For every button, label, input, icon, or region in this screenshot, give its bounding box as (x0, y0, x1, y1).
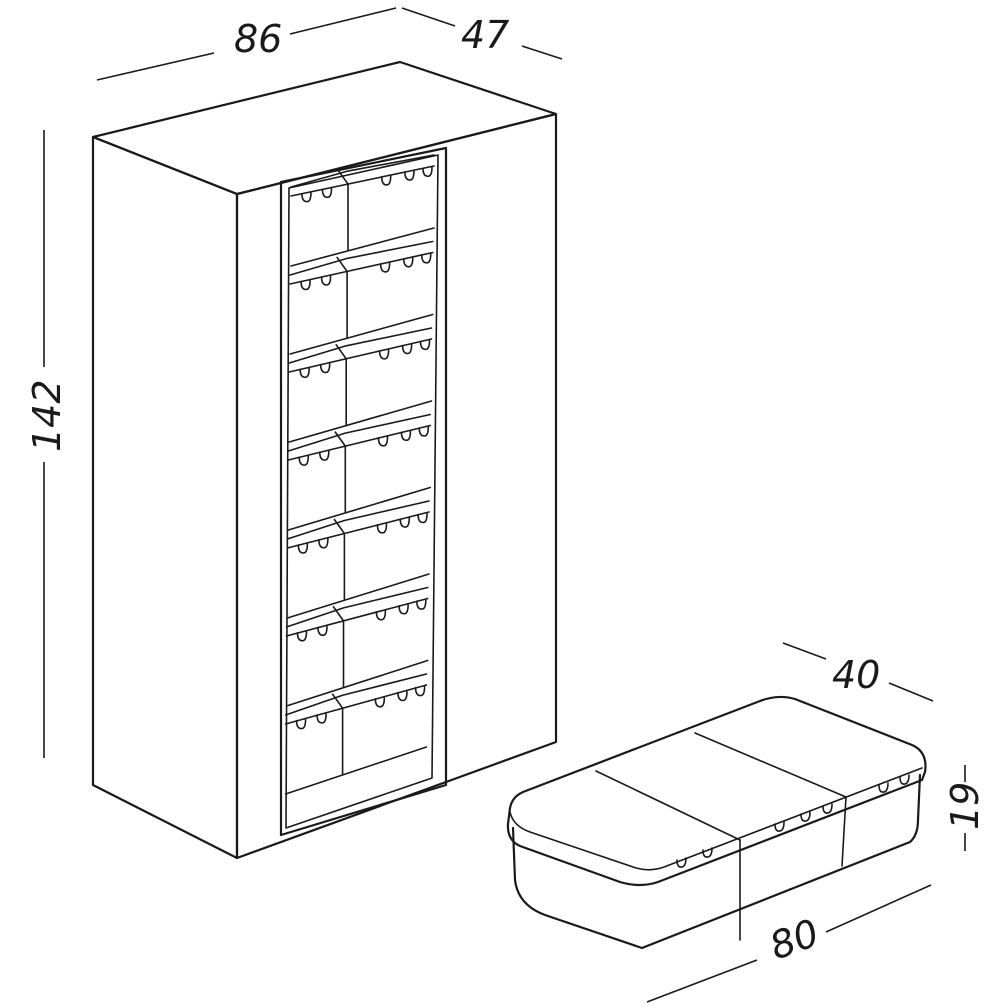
drawer-notch-icon (380, 175, 392, 186)
drawer-top-edge (287, 424, 432, 461)
drawer-notch-icon (300, 279, 311, 291)
cabinet-top (91, 60, 558, 196)
drawer-bottom-edge (289, 313, 434, 355)
cabinet-opening-inner (285, 154, 439, 829)
drawer-notch-icon (400, 430, 412, 442)
drawer-notch-icon (404, 170, 415, 181)
drawer-notch-icon (416, 599, 427, 610)
dimension-box-width: 80 (646, 884, 932, 1003)
drawer-notch-icon (301, 191, 312, 203)
box-lid (506, 695, 927, 887)
drawer-bottom-edge (287, 486, 432, 531)
drawer-notch-icon (298, 455, 310, 466)
drawer-bottom-edge (288, 400, 433, 443)
drawer-notch-icon (399, 517, 411, 528)
drawer-notch-icon (397, 690, 408, 702)
box-handle-notches (676, 774, 910, 868)
storage-box (506, 695, 927, 950)
dimension-box-height: 19 (943, 765, 987, 851)
dimension-label-cabinet-depth: 47 (461, 13, 509, 57)
dimension-label-cabinet-width: 86 (234, 17, 282, 61)
dimension-label-box-width: 80 (764, 911, 824, 969)
dimension-label-box-height: 19 (943, 782, 987, 830)
drawer-notch-icon (377, 436, 389, 447)
drawer-lid-lip (289, 240, 434, 276)
drawer-notch-icon (402, 256, 414, 268)
drawer-notch-icon (375, 609, 387, 621)
box-notch-icon (878, 782, 889, 793)
drawer-notch-icon (420, 253, 432, 264)
dimension-box-depth: 40 (782, 642, 934, 702)
drawer-bottom-edge (290, 227, 435, 267)
box-lid-seam-right (694, 732, 847, 798)
drawer-notch-icon (376, 523, 388, 534)
box-notch-icon (702, 847, 713, 858)
drawer-bottom-edge (286, 573, 430, 619)
drawer-notch-icon (398, 603, 409, 615)
drawer-notch-icon (299, 367, 310, 379)
drawer-bottom-edge (284, 746, 428, 795)
cabinet-opening-outer (279, 146, 448, 837)
box-notch-icon (676, 857, 687, 868)
drawer-lid-lip (286, 500, 430, 540)
cabinet-left-side (91, 135, 239, 860)
dimension-cabinet-depth: 47 (401, 7, 563, 60)
cabinet (91, 60, 558, 860)
drawer-notch-icon (379, 262, 391, 273)
drawer-notch-icon (321, 187, 333, 199)
drawer-top-edge (290, 165, 435, 197)
drawer-notch-icon (414, 685, 426, 697)
drawer-divider-top (333, 518, 346, 535)
drawer-notch-icon (297, 543, 309, 554)
drawer-bottom-edge (285, 659, 429, 707)
drawer-lid-lip (290, 154, 435, 188)
box-notch-icon (899, 774, 910, 785)
drawer-notch-icon (317, 625, 328, 637)
dimension-cabinet-height: 142 (25, 130, 69, 758)
box-notch-icon (800, 811, 811, 822)
dimension-cabinet-width: 86 (96, 7, 397, 81)
drawer-top-edge (286, 511, 430, 549)
drawer-notch-icon (295, 718, 307, 730)
box-body-seam-right (841, 796, 847, 867)
drawer-notch-icon (401, 343, 413, 355)
drawer-top-edge (284, 684, 428, 725)
box-body-front (511, 773, 922, 950)
drawer-lid-lip (287, 413, 432, 452)
drawer-notch-icon (378, 349, 390, 360)
drawer-lid-lip (288, 327, 433, 364)
box-lid-edge (509, 767, 923, 871)
drawer-notch-icon (418, 426, 430, 437)
drawer-divider-top (332, 606, 345, 622)
drawer-notch-icon (422, 166, 433, 178)
drawer-top-edge (289, 251, 434, 285)
drawer-notch-icon (318, 450, 330, 461)
dimension-label-cabinet-height: 142 (25, 379, 69, 452)
drawer-divider-top (331, 693, 344, 710)
drawer-divider-top (334, 431, 347, 447)
drawer-notch-icon (316, 713, 327, 724)
drawer-lid-lip (285, 586, 429, 628)
drawer-top-edge (285, 597, 429, 637)
drawer-divider-top (336, 256, 348, 273)
dimension-label-box-depth: 40 (832, 653, 880, 697)
drawer-divider-top (335, 343, 347, 360)
drawer-divider-top (337, 169, 349, 185)
drawer-notch-icon (320, 275, 332, 286)
box-notch-icon (774, 821, 785, 832)
drawer-notch-icon (374, 696, 386, 708)
drawer-notch-icon (319, 362, 331, 374)
drawer-notch-icon (296, 630, 308, 642)
cabinet-front (235, 112, 558, 860)
box-lid-seam-left (595, 770, 741, 841)
drawer-notch-icon (419, 339, 431, 351)
drawer-notch-icon (417, 512, 428, 524)
drawer-notch-icon (318, 537, 329, 549)
box-notch-icon (822, 803, 833, 814)
drawer-top-edge (288, 338, 433, 373)
drawer-lid-lip (284, 673, 428, 716)
cabinet-drawer-stack (284, 154, 435, 795)
